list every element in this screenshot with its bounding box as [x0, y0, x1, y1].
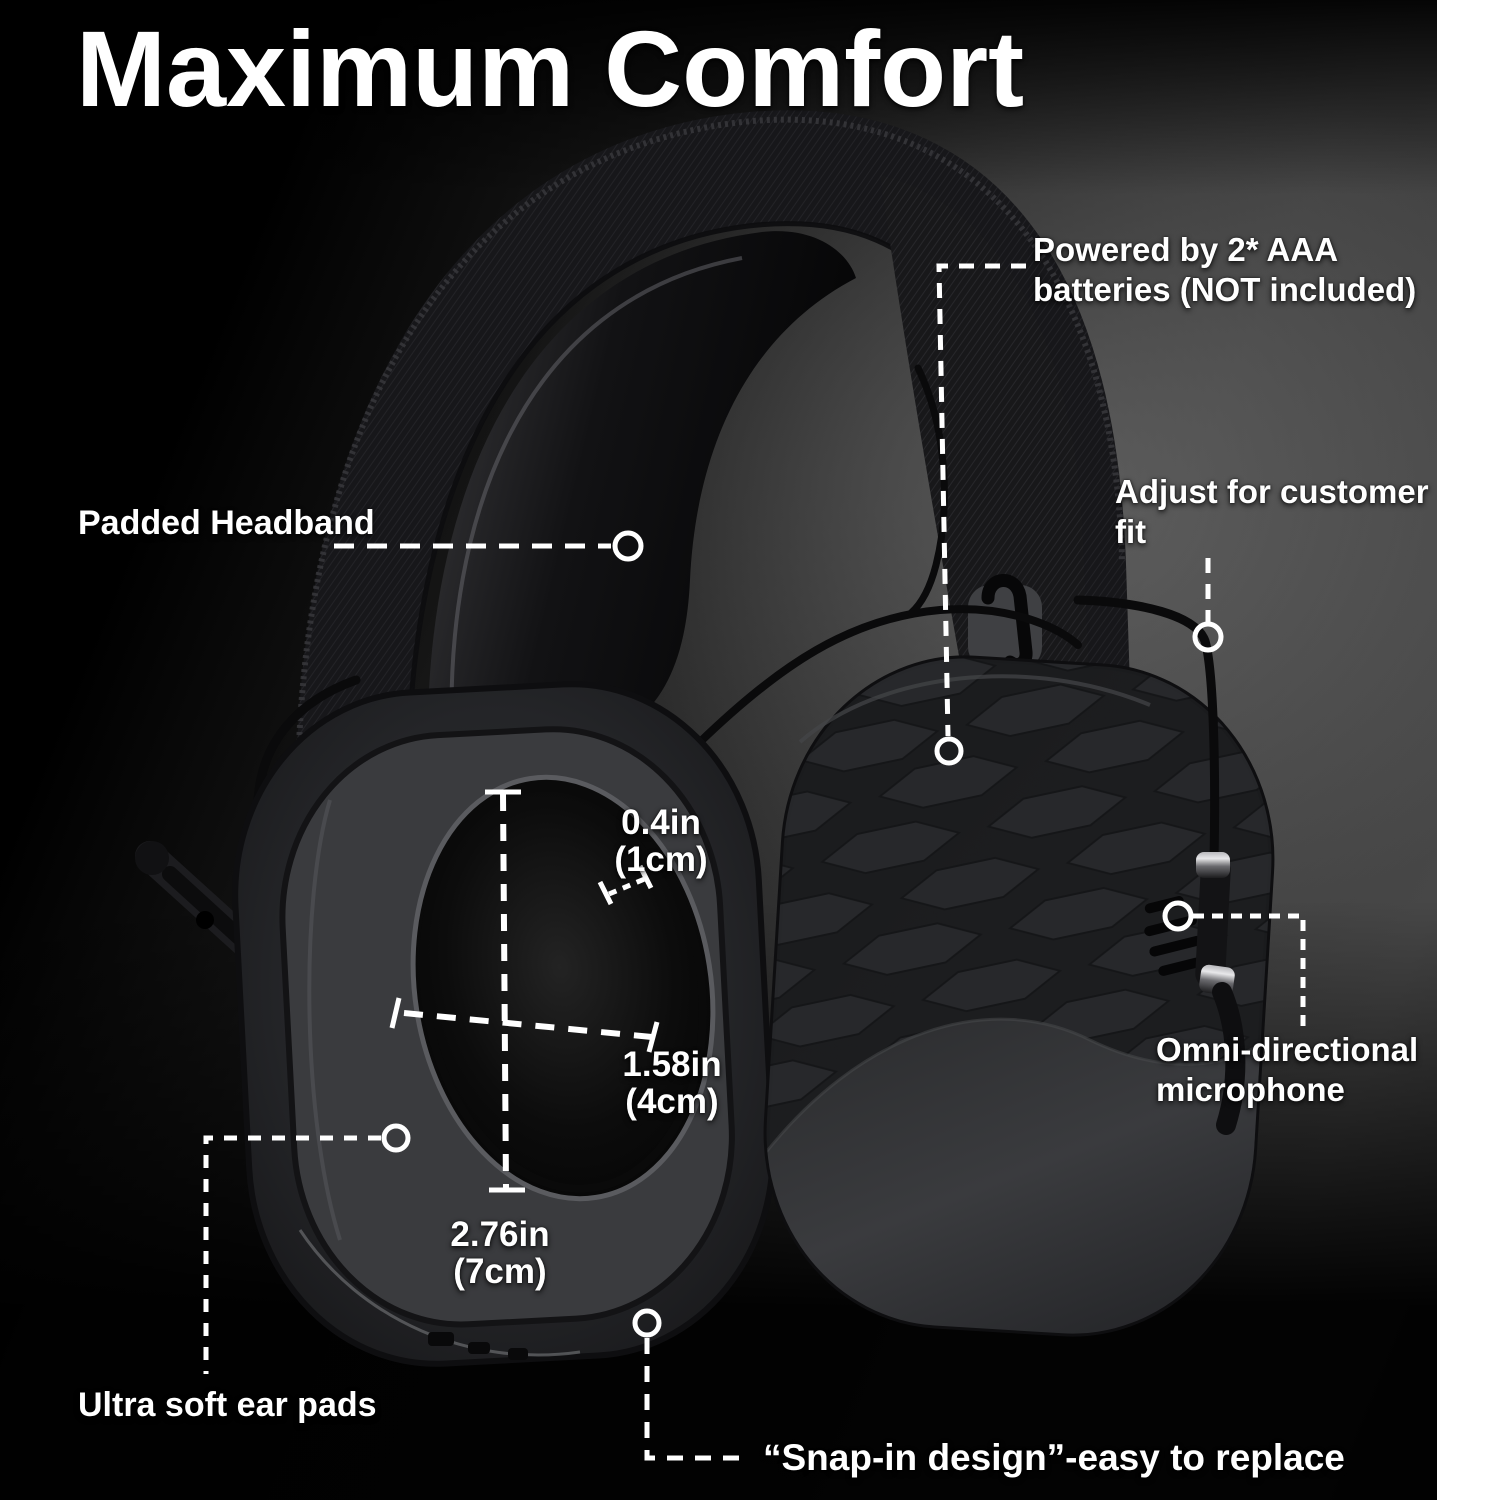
- measure-value: 0.4in: [621, 803, 701, 842]
- measure-value: 1.58in: [622, 1045, 722, 1084]
- callout-omni-mic-label: Omni-directional microphone: [1156, 1030, 1418, 1110]
- callout-adjust-line1: Adjust for customer: [1115, 473, 1429, 510]
- callout-battery-label: Powered by 2* AAA batteries (NOT include…: [1033, 230, 1416, 310]
- headband-cushion: [427, 231, 856, 774]
- measure-value: 2.76in: [450, 1215, 550, 1254]
- callout-battery-line2: batteries (NOT included): [1033, 271, 1417, 308]
- measure-opening-width-label: 1.58in (4cm): [622, 1046, 721, 1120]
- callout-endpoint-circle: [934, 736, 964, 766]
- right-ear-cup: [755, 647, 1283, 1345]
- callout-endpoint-circle: [1192, 621, 1224, 653]
- callout-endpoint-circle: [632, 1308, 662, 1338]
- measure-opening-height-label: 2.76in (7cm): [450, 1216, 549, 1290]
- measure-metric: (1cm): [614, 840, 708, 879]
- callout-endpoint-circle: [1162, 900, 1194, 932]
- callout-snap-in-label: “Snap-in design”-easy to replace: [763, 1437, 1345, 1478]
- snap-in-tabs: [428, 1332, 528, 1360]
- callout-padded-headband-line: [334, 530, 644, 562]
- hinge-sleeve: [1195, 856, 1231, 988]
- measure-metric: (7cm): [453, 1252, 547, 1291]
- cushion-bottom-highlight: [298, 1229, 581, 1357]
- callout-battery-line: [934, 263, 1026, 766]
- frame-wire-right: [1073, 595, 1246, 1135]
- callout-adjust-line2: fit: [1115, 513, 1147, 550]
- callout-ear-pads-line: [203, 1123, 411, 1374]
- measure-opening-height-line: [485, 789, 525, 1193]
- callout-battery-line1: Powered by 2* AAA: [1033, 231, 1339, 268]
- callout-adjust-line: [1192, 558, 1224, 653]
- callout-endpoint-circle: [612, 530, 644, 562]
- measure-cushion-thickness-line: [597, 864, 654, 906]
- callout-adjust-fit-label: Adjust for customer fit: [1115, 472, 1429, 552]
- hinge-metal-top: [1196, 852, 1230, 878]
- callout-omni-mic-line: [1162, 900, 1306, 1026]
- cup-smooth-panel: [760, 1019, 1280, 1345]
- measure-cushion-thickness-label: 0.4in (1cm): [614, 804, 707, 878]
- callout-lines: [203, 263, 1306, 1461]
- callout-ear-pads-label: Ultra soft ear pads: [78, 1386, 377, 1424]
- photo-area: Maximum Comfort Padded Headband Powered …: [0, 0, 1437, 1500]
- callout-endpoint-circle: [381, 1123, 411, 1153]
- callout-omni-line1: Omni-directional: [1156, 1031, 1419, 1068]
- earmuff-illustration: [135, 110, 1283, 1367]
- callout-snap-in-line: [632, 1308, 748, 1461]
- measure-metric: (4cm): [625, 1082, 719, 1121]
- callout-padded-headband-label: Padded Headband: [78, 504, 375, 542]
- right-margin-strip: [1437, 0, 1500, 1500]
- page-title: Maximum Comfort: [76, 8, 1025, 129]
- measure-opening-width-line: [389, 997, 660, 1053]
- callout-omni-line2: microphone: [1156, 1071, 1345, 1108]
